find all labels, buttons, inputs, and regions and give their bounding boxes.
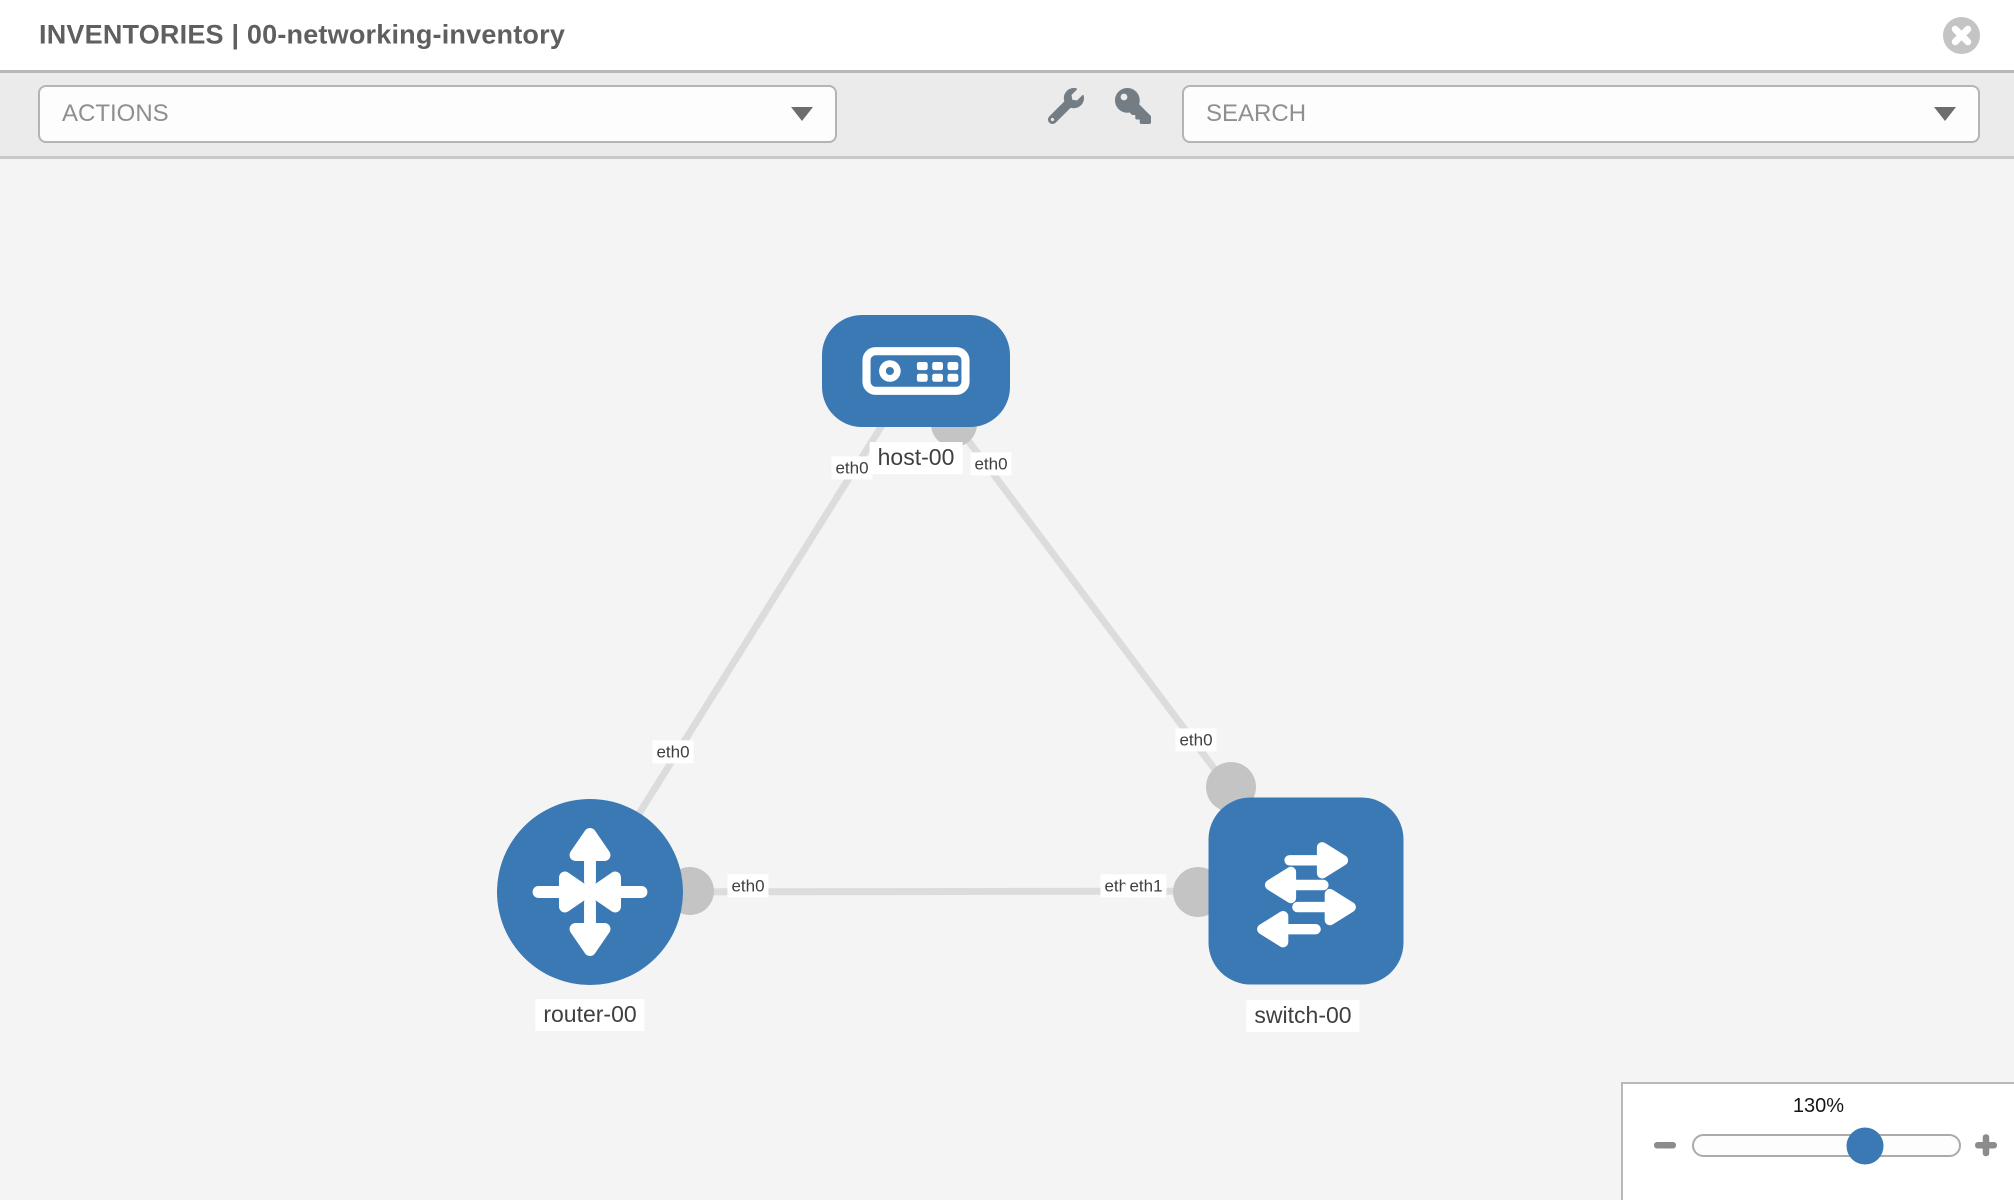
interface-label: eth1 xyxy=(1125,874,1167,898)
chevron-down-icon xyxy=(791,107,813,121)
node-label-router-00: router-00 xyxy=(535,999,645,1031)
topology-links-layer xyxy=(587,368,1309,917)
zoom-slider-track[interactable] xyxy=(1692,1127,1961,1164)
close-button[interactable] xyxy=(1942,16,1981,55)
page-title: INVENTORIES | 00-networking-inventory xyxy=(39,19,566,50)
wrench-icon xyxy=(1048,88,1084,124)
interface-label: eth0 xyxy=(970,452,1012,476)
interface-label: eth0 xyxy=(727,874,769,898)
node-host-00[interactable] xyxy=(822,315,1010,427)
switch-icon xyxy=(1256,841,1356,947)
header-bar: INVENTORIES | 00-networking-inventory xyxy=(0,0,2014,73)
search-dropdown-label: SEARCH xyxy=(1206,100,1307,127)
zoom-control-panel: 130% xyxy=(1621,1082,2014,1200)
minus-icon xyxy=(1654,1142,1676,1149)
toolbar: ACTIONS SEARCH xyxy=(0,73,2014,159)
key-icon xyxy=(1115,88,1151,124)
zoom-slider-handle[interactable] xyxy=(1846,1127,1884,1164)
host-icon xyxy=(862,347,970,395)
router-icon xyxy=(532,827,648,957)
node-router-00[interactable] xyxy=(497,799,683,985)
plus-icon xyxy=(1975,1134,1997,1157)
interface-label: eth0 xyxy=(831,456,873,480)
node-switch-00[interactable] xyxy=(1208,797,1404,985)
wrench-tool-button[interactable] xyxy=(1042,82,1090,130)
interface-label: eth0 xyxy=(652,740,694,764)
actions-dropdown-label: ACTIONS xyxy=(62,100,169,127)
zoom-in-button[interactable] xyxy=(1973,1132,1999,1158)
search-dropdown[interactable]: SEARCH xyxy=(1182,85,1980,143)
chevron-down-icon xyxy=(1934,107,1956,121)
zoom-level-value: 130% xyxy=(1792,1095,1845,1117)
key-tool-button[interactable] xyxy=(1109,82,1157,130)
node-label-host-00: host-00 xyxy=(869,442,963,474)
zoom-out-button[interactable] xyxy=(1652,1132,1678,1158)
node-label-switch-00: switch-00 xyxy=(1246,1000,1360,1032)
interface-label: eth0 xyxy=(1175,728,1217,752)
actions-dropdown[interactable]: ACTIONS xyxy=(38,85,837,143)
close-icon xyxy=(1942,16,1981,55)
